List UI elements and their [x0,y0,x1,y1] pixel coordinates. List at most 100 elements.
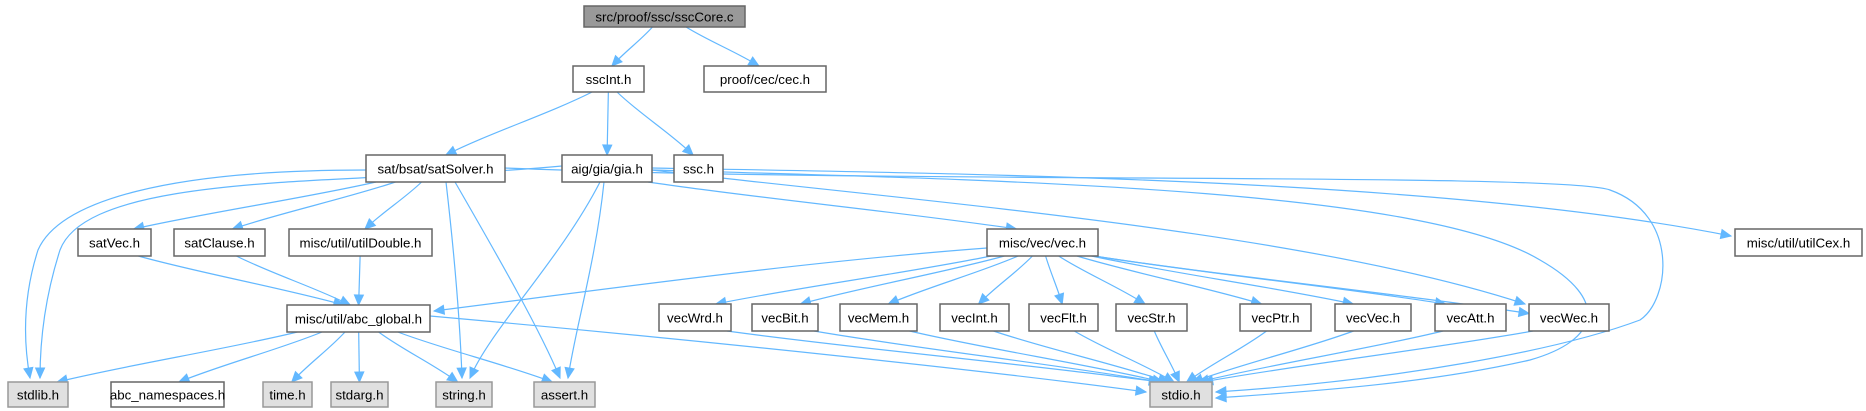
node-box [1434,303,1507,332]
edge-satSolver-to-string [445,181,467,380]
node-cec[interactable]: proof/cec/cec.h [703,65,827,93]
edge-abc_global-to-abc_namespaces [177,331,323,384]
arrowhead-icon [338,295,352,306]
arrowhead-icon [564,366,575,380]
node-label: ssc.h [683,162,714,177]
nodes-layer: src/proof/ssc/sscCore.c sscInt.h proof/cec… [7,5,1863,408]
edge-abc_global-to-assert [397,331,554,384]
node-stdlib: stdlib.h [7,381,69,408]
edge-line [236,255,351,306]
node-gia[interactable]: aig/gia/gia.h [561,154,653,183]
node-label: misc/util/abc_global.h [295,312,422,327]
node-label: vecFlt.h [1040,311,1087,326]
edge-gia-to-vecWec [651,169,1527,306]
node-vecBit[interactable]: vecBit.h [751,303,819,332]
node-label: vecMem.h [848,311,909,326]
edge-line [978,255,1033,305]
edge-sscInt-to-ssc [616,91,694,156]
node-vecWrd[interactable]: vecWrd.h [658,303,732,332]
node-box [1334,303,1412,332]
node-vecWec[interactable]: vecWec.h [1528,303,1610,332]
arrowhead-icon [1214,392,1227,403]
edge-line [1091,255,1354,305]
node-utilDouble[interactable]: misc/util/utilDouble.h [288,228,433,257]
edge-line [178,331,323,383]
node-satClause[interactable]: satClause.h [173,228,266,257]
node-label: aig/gia/gia.h [571,162,643,177]
node-label: misc/vec/vec.h [999,236,1086,251]
edge-line [429,315,1147,393]
edge-sscCore-to-cec [685,26,761,67]
node-box [77,228,152,257]
node-vecAtt[interactable]: vecAtt.h [1434,303,1507,332]
node-box [7,381,69,408]
node-sscCore[interactable]: src/proof/ssc/sscCore.c [583,5,746,28]
node-vecFlt[interactable]: vecFlt.h [1028,303,1099,332]
arrowhead-icon [432,304,446,315]
node-label: vecAtt.h [1446,311,1494,326]
arrowhead-icon [177,373,191,384]
node-box [1149,381,1213,408]
node-label: sat/bsat/satSolver.h [377,162,493,177]
edge-vecPtr-to-stdio [1185,330,1267,383]
edge-vecFlt-to-stdio [1074,330,1176,383]
node-satSolver[interactable]: sat/bsat/satSolver.h [365,154,506,183]
node-box [583,5,746,28]
node-label: stdarg.h [335,388,383,403]
node-label: sscInt.h [586,72,632,87]
node-time: time.h [262,381,313,408]
node-sscInt[interactable]: sscInt.h [572,65,645,93]
arrowhead-icon [1133,293,1146,305]
node-abc_global[interactable]: misc/util/abc_global.h [286,304,431,333]
arrowhead-icon [1054,292,1065,306]
node-label: src/proof/ssc/sscCore.c [595,10,734,25]
arrowhead-icon [611,54,623,67]
node-vecMem[interactable]: vecMem.h [839,303,918,332]
edge-line [1186,330,1267,383]
node-label: satVec.h [89,236,140,251]
node-ssc[interactable]: ssc.h [673,154,724,183]
node-box [262,381,313,408]
node-label: vecWrd.h [667,311,723,326]
arrowhead-icon [444,145,458,156]
node-vec[interactable]: misc/vec/vec.h [986,228,1099,257]
edge-vecWec-to-stdio [1201,330,1534,386]
edge-vec-to-vecVec [1091,255,1355,307]
node-satVec[interactable]: satVec.h [77,228,152,257]
node-box [703,65,827,93]
node-label: misc/util/utilCex.h [1747,236,1850,251]
node-vecVec[interactable]: vecVec.h [1334,303,1412,332]
node-label: vecStr.h [1127,311,1175,326]
edge-line [651,169,1526,305]
node-label: vecPtr.h [1251,311,1299,326]
edge-line [993,330,1169,383]
arrowhead-icon [1134,385,1148,396]
arrowhead-icon [887,295,901,305]
edge-line [651,169,1589,399]
edge-line [232,181,396,230]
node-box [751,303,819,332]
arrowhead-icon [290,370,303,383]
edge-abc_global-to-stdio [429,315,1148,396]
node-label: string.h [442,388,486,403]
node-vecInt[interactable]: vecInt.h [939,303,1010,332]
edge-gia-to-assert [564,181,605,380]
node-utilCex[interactable]: misc/util/utilCex.h [1734,228,1863,257]
edge-sscCore-to-sscInt [611,26,653,67]
arrowhead-icon [354,371,365,384]
node-abc_namespaces[interactable]: abc_namespaces.h [110,381,225,408]
node-vecPtr[interactable]: vecPtr.h [1239,303,1312,332]
node-label: stdlib.h [17,388,59,403]
arrowhead-icon [469,366,480,380]
node-label: vecBit.h [761,311,808,326]
node-box [330,381,389,408]
edge-line [291,331,346,383]
node-box [1528,303,1610,332]
node-box [673,154,724,183]
node-vecStr[interactable]: vecStr.h [1115,303,1188,332]
edge-vec-to-vecMem [887,255,1019,305]
edge-line [57,331,298,383]
edge-satSolver-to-stdlib [23,169,367,380]
node-label: abc_namespaces.h [110,388,225,403]
edge-satVec-to-abc_global [138,255,346,308]
